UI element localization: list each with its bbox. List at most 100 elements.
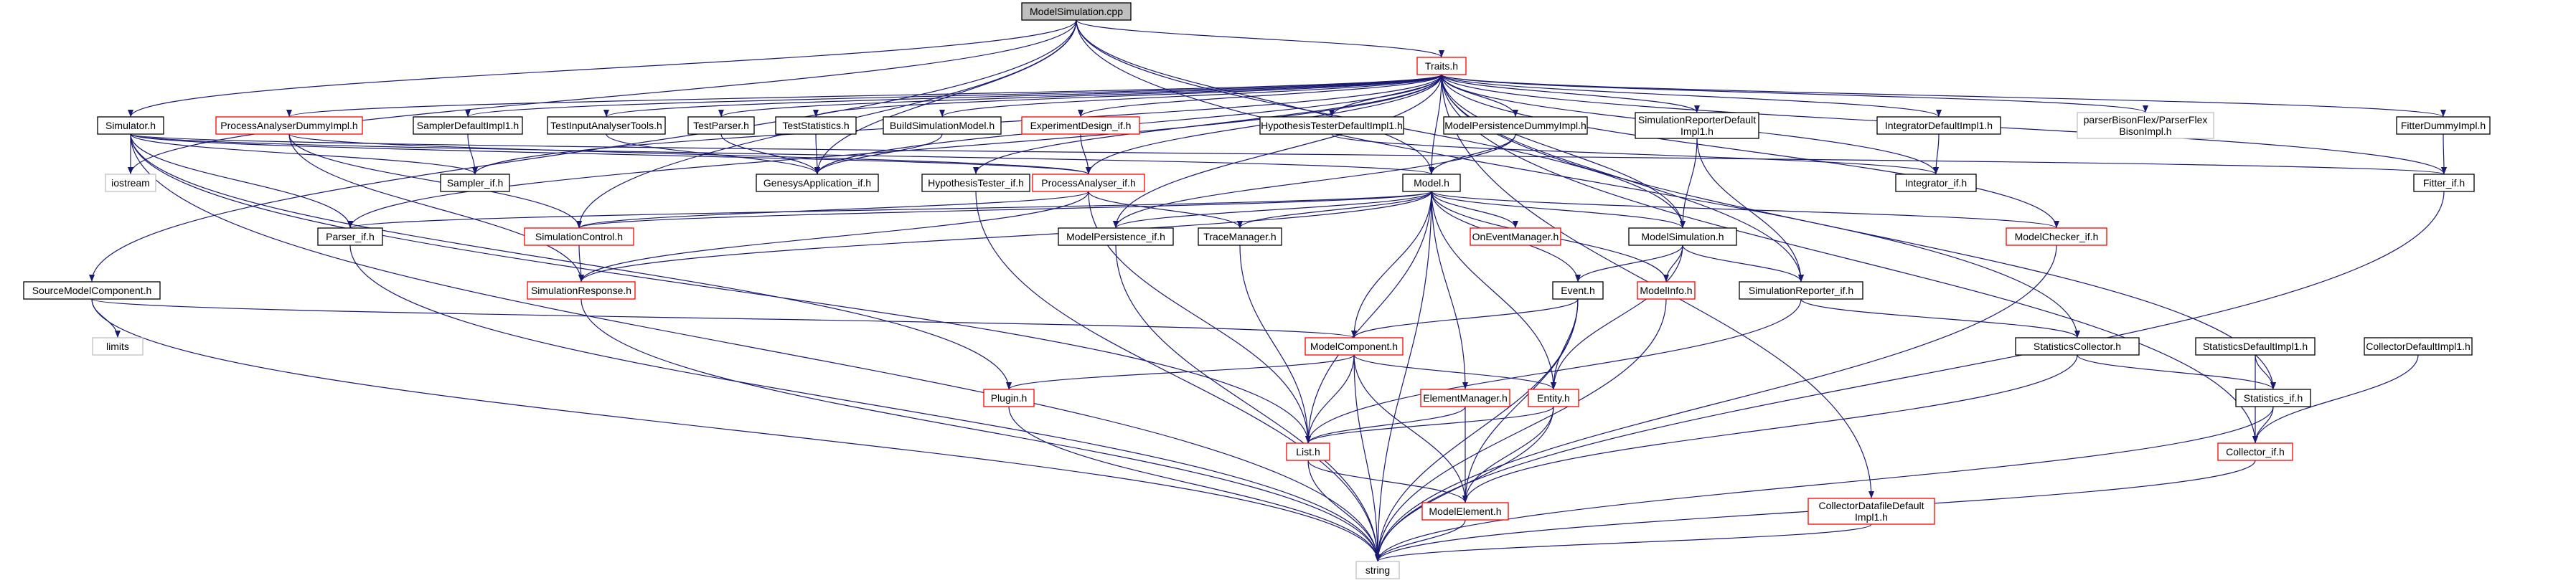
node-box (1552, 281, 1604, 300)
node-box (1420, 389, 1510, 407)
node-label: Sampler_if.h (447, 177, 504, 189)
node-sampler_if[interactable]: Sampler_if.h (440, 174, 510, 192)
node-label: Traits.h (1425, 60, 1458, 72)
node-label: ModelSimulation.h (1641, 231, 1724, 242)
node-expdesign[interactable]: ExperimentDesign_if.h (1021, 116, 1140, 135)
node-label: SimulationReporter_if.h (1749, 285, 1853, 296)
node-root[interactable]: ModelSimulation.cpp (1021, 2, 1132, 21)
node-integ_if[interactable]: Integrator_if.h (1895, 174, 1977, 192)
node-testparser[interactable]: TestParser.h (687, 116, 755, 135)
node-box (92, 337, 144, 356)
edges-layer (89, 19, 2447, 562)
node-tracemgr[interactable]: TraceManager.h (1198, 227, 1282, 246)
node-parser_if[interactable]: Parser_if.h (317, 227, 383, 246)
node-simctrl[interactable]: SimulationControl.h (524, 227, 634, 246)
node-modelchecker[interactable]: ModelChecker_if.h (2006, 227, 2107, 246)
node-buildsim[interactable]: BuildSimulationModel.h (883, 116, 1002, 135)
node-label: IntegratorDefaultImpl1.h (1885, 120, 1993, 131)
node-box (215, 116, 363, 135)
edge-sourcemc-to-limits (91, 298, 121, 338)
node-limits[interactable]: limits (92, 337, 144, 356)
node-sourcemc[interactable]: SourceModelComponent.h (23, 281, 161, 300)
node-fitter_if[interactable]: Fitter_if.h (2413, 174, 2475, 192)
edge-fitter_if-to-string (1375, 191, 2445, 562)
node-collimpl[interactable]: CollectorDefaultImpl1.h (2364, 337, 2473, 356)
node-mpdummy[interactable]: ModelPersistenceDummyImpl.h (1443, 116, 1588, 135)
node-box (547, 116, 666, 135)
node-label: CollectorDatafileDefault (1818, 500, 1924, 511)
node-label: Event.h (1561, 285, 1594, 296)
node-panal[interactable]: ProcessAnalyser_if.h (1032, 174, 1145, 192)
edge-event-to-entity (1551, 298, 1579, 390)
node-box (2195, 337, 2316, 356)
node-modelcomp[interactable]: ModelComponent.h (1305, 337, 1404, 356)
node-plugin[interactable]: Plugin.h (983, 389, 1035, 407)
node-statcoll[interactable]: StatisticsCollector.h (2015, 337, 2140, 356)
node-filterdummy[interactable]: FitterDummyImpl.h (2396, 116, 2491, 135)
node-integ_impl[interactable]: IntegratorDefaultImpl1.h (1876, 116, 2001, 135)
edge-model-to-elemmgr (1431, 191, 1468, 390)
node-box (883, 116, 1002, 135)
node-testinput[interactable]: TestInputAnalyserTools.h (547, 116, 666, 135)
node-label: Plugin.h (991, 392, 1028, 404)
node-box (2015, 337, 2140, 356)
node-label: TestParser.h (693, 120, 749, 131)
node-box (775, 116, 857, 135)
edge-colldatafile-to-string (1375, 523, 1872, 562)
node-oneventmgr[interactable]: OnEventManager.h (1470, 227, 1561, 246)
node-box (1259, 116, 1404, 135)
node-statimpl[interactable]: StatisticsDefaultImpl1.h (2195, 337, 2316, 356)
node-label: SimulationControl.h (535, 231, 623, 242)
edge-traits-to-mpers_if (1113, 74, 1442, 229)
node-simresp[interactable]: SimulationResponse.h (527, 281, 636, 300)
edge-entity-to-modelelem (1462, 406, 1554, 503)
node-collector_if[interactable]: Collector_if.h (2217, 442, 2293, 461)
node-iostream[interactable]: iostream (105, 174, 156, 192)
edge-modelsim-to-entity (1551, 245, 1683, 390)
node-box (1635, 112, 1759, 139)
node-box (756, 174, 879, 192)
edge-padummy-to-panal (288, 133, 1091, 175)
edge-root-to-simulator (128, 19, 1077, 118)
node-modelelem[interactable]: ModelElement.h (1421, 502, 1509, 521)
node-hyptester[interactable]: HypothesisTester_if.h (921, 174, 1030, 192)
node-genesys[interactable]: GenesysApplication_if.h (756, 174, 879, 192)
node-label: List.h (1296, 446, 1320, 458)
node-padummy[interactable]: ProcessAnalyserDummyImpl.h (215, 116, 363, 135)
node-box (921, 174, 1030, 192)
node-entity[interactable]: Entity.h (1528, 389, 1579, 407)
node-box (1470, 227, 1561, 246)
node-elemmgr[interactable]: ElementManager.h (1420, 389, 1510, 407)
node-samplerimpl[interactable]: SamplerDefaultImpl1.h (413, 116, 523, 135)
node-model[interactable]: Model.h (1402, 174, 1461, 192)
node-list[interactable]: List.h (1286, 442, 1330, 461)
node-label: GenesysApplication_if.h (763, 177, 871, 189)
node-label: ModelElement.h (1429, 506, 1501, 517)
node-simrep_if[interactable]: SimulationReporter_if.h (1739, 281, 1863, 300)
node-simulator[interactable]: Simulator.h (97, 116, 164, 135)
node-label: string (1365, 564, 1390, 576)
node-modelinfo[interactable]: ModelInfo.h (1637, 281, 1696, 300)
node-teststat[interactable]: TestStatistics.h (775, 116, 857, 135)
node-label: Statistics_if.h (2244, 392, 2303, 404)
node-stats_if[interactable]: Statistics_if.h (2235, 389, 2311, 407)
node-hyptester_impl[interactable]: HypothesisTesterDefaultImpl1.h (1259, 116, 1404, 135)
node-traits[interactable]: Traits.h (1416, 57, 1467, 75)
edge-traits-to-samplerimpl (465, 74, 1442, 118)
node-mpers_if[interactable]: ModelPersistence_if.h (1058, 227, 1174, 246)
node-label: StatisticsCollector.h (2034, 341, 2121, 352)
node-box (687, 116, 755, 135)
node-label: HypothesisTester_if.h (928, 177, 1024, 189)
node-label: Impl1.h (1855, 511, 1888, 523)
node-event[interactable]: Event.h (1552, 281, 1604, 300)
node-box (1402, 174, 1461, 192)
node-string[interactable]: string (1355, 561, 1400, 579)
node-label: ExperimentDesign_if.h (1030, 120, 1132, 131)
node-box (1637, 281, 1696, 300)
node-label: SimulationResponse.h (531, 285, 631, 296)
edge-model-to-modelchecker (1431, 191, 2059, 229)
node-modelsim[interactable]: ModelSimulation.h (1628, 227, 1737, 246)
